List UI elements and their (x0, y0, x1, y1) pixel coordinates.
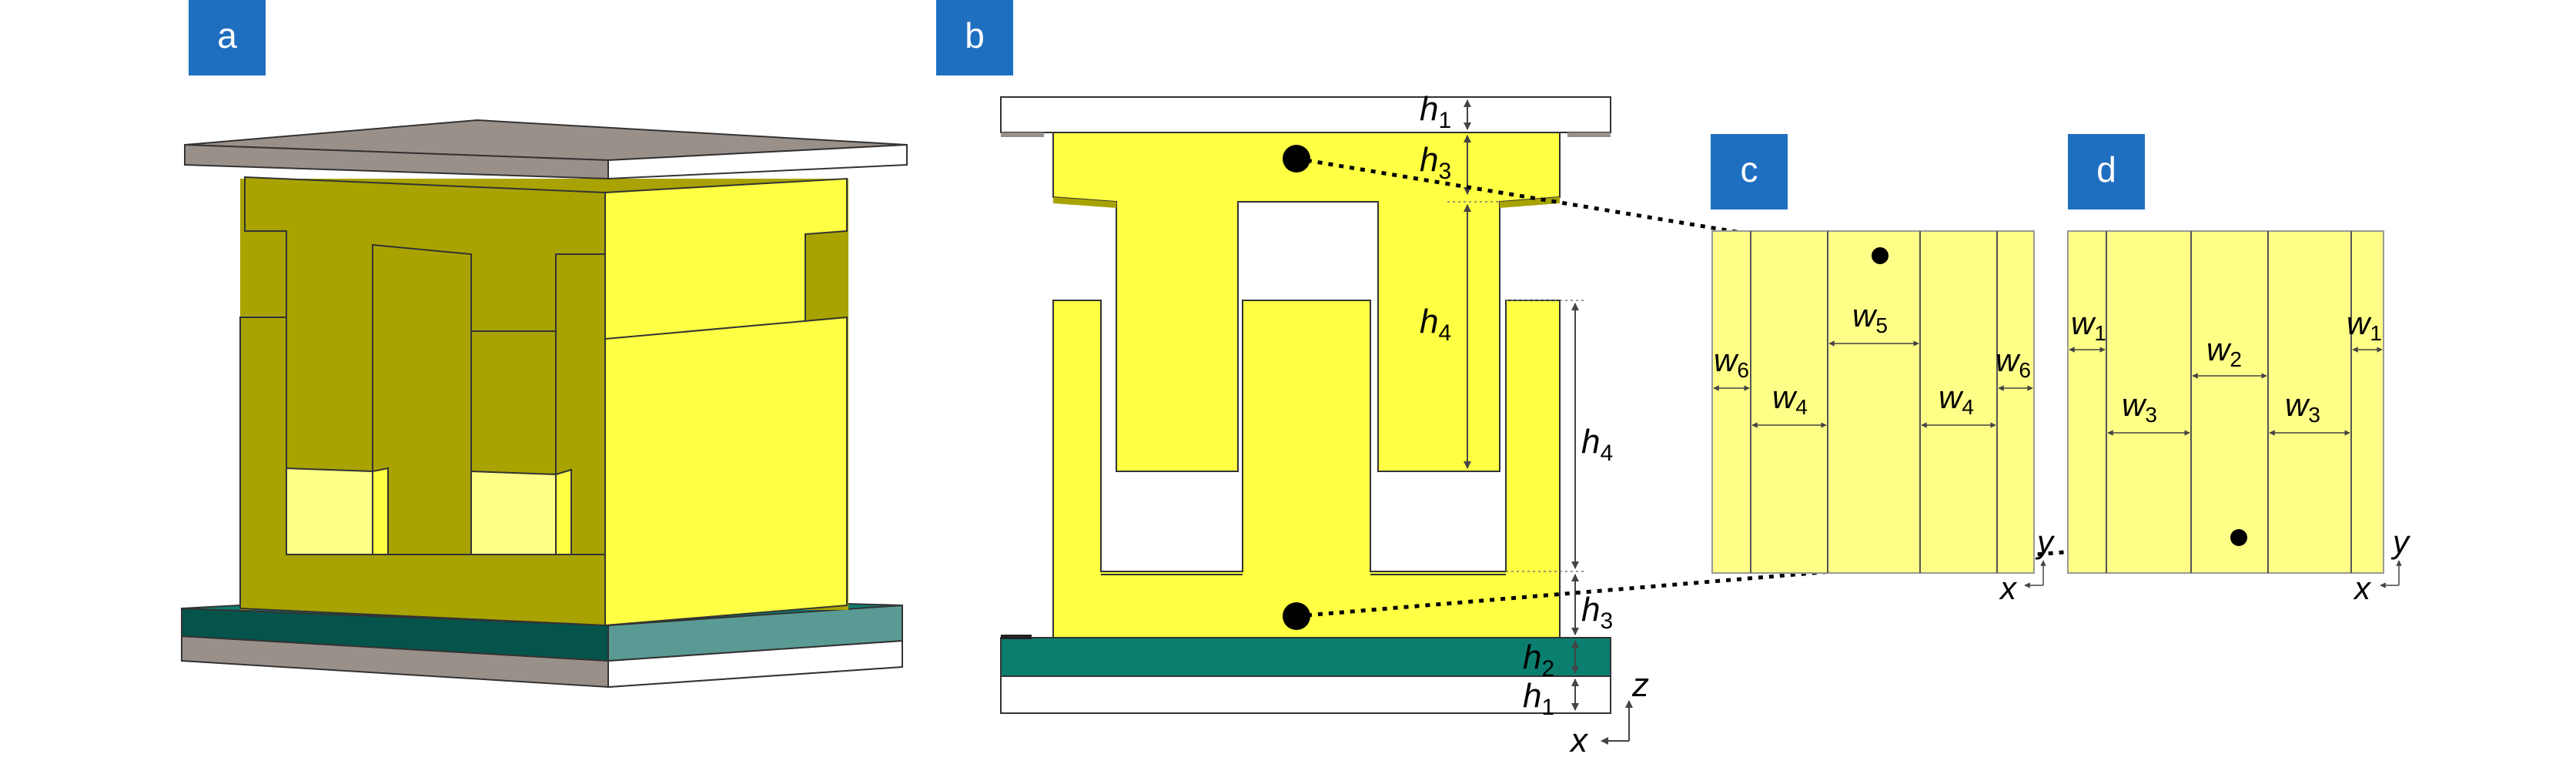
axis-c-y: y (2035, 524, 2056, 560)
dim-w5: w5 (1852, 297, 1888, 337)
bottom-plate (1000, 675, 1611, 714)
axis-d-x: x (2353, 570, 2372, 606)
lower-slot-floor-right (470, 470, 557, 555)
top-plate-right (607, 143, 908, 180)
panel-a-badge: a (189, 0, 266, 75)
dim-w1-right: w1 (2347, 305, 2382, 345)
panel-b-badge: b (936, 0, 1013, 75)
dim-h2: h2 (1523, 638, 1554, 682)
dim-h4-mid: h4 (1420, 303, 1451, 346)
lower-slot-floor-left (286, 467, 373, 555)
marker-dot-d (2230, 529, 2247, 546)
dim-h1-top: h1 (1420, 90, 1451, 133)
substrate-right (607, 604, 903, 662)
axis-b-z: z (1631, 666, 1649, 704)
panel-d-label: d (2096, 149, 2116, 189)
lower-slot-inner-left (372, 467, 389, 555)
panel-a-3d-model (181, 119, 908, 689)
substrate (1000, 637, 1611, 677)
panel-d-layout: w1 w1 w2 w3 w3 y x (2067, 230, 2411, 606)
axis-d-y: y (2390, 524, 2411, 560)
panel-c-layout: w5 w6 w6 w4 w4 y x (1711, 230, 2056, 606)
dim-w4-right: w4 (1939, 379, 1974, 419)
panel-a-label: a (217, 15, 237, 55)
panel-b-cross-section: h1 h3 h4 h4 h3 h2 h1 z x (1000, 90, 1649, 759)
dim-h1-bot: h1 (1523, 677, 1554, 720)
dim-h3-bot: h3 (1581, 591, 1613, 634)
marker-dot-c (1872, 247, 1889, 264)
lower-slot-inner-right (555, 468, 572, 555)
top-plate (1000, 96, 1611, 133)
dim-w1-left: w1 (2071, 305, 2106, 345)
axis-b-x: x (1569, 722, 1589, 759)
dim-w6-left: w6 (1714, 342, 1749, 382)
axis-c-x: x (1999, 570, 2018, 606)
dim-w3-left: w3 (2122, 387, 2157, 427)
dim-w4-left: w4 (1772, 379, 1808, 419)
dim-h4-right: h4 (1581, 423, 1613, 466)
lower-e-right-face (604, 316, 848, 627)
dim-w6-right: w6 (1996, 342, 2031, 382)
panel-d-badge: d (2068, 134, 2145, 209)
dim-w2: w2 (2206, 331, 2242, 371)
panel-c-label: c (1741, 149, 1758, 189)
dim-w3-right: w3 (2285, 387, 2320, 427)
panel-b-label: b (965, 15, 985, 55)
panel-c-badge: c (1711, 134, 1788, 209)
dim-h3-top: h3 (1420, 141, 1451, 184)
